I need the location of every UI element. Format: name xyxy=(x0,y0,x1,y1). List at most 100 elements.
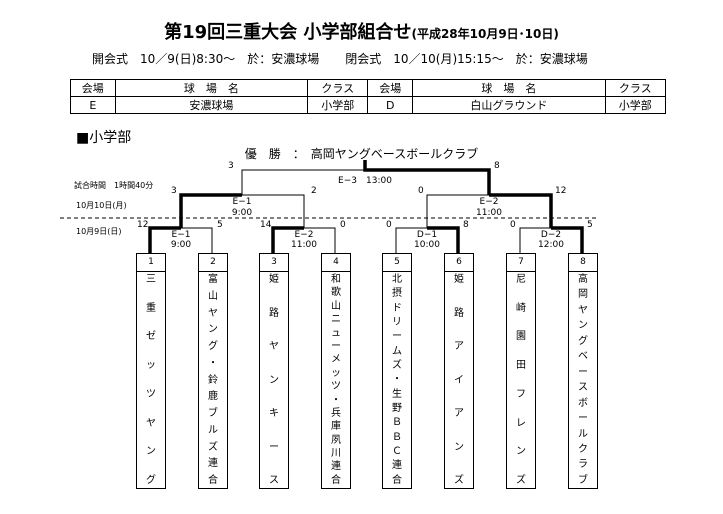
semi-left-time: 9:00 xyxy=(231,208,253,218)
team-name-char: ベ xyxy=(578,351,588,363)
team-name-char: 尼 xyxy=(516,274,526,285)
winner-path-semi-right xyxy=(489,193,553,228)
r1-4-code: D−2 xyxy=(540,230,562,240)
team-name-char: ラ xyxy=(578,459,588,471)
class-name: 小学部 xyxy=(604,96,667,114)
team-name-char: ク xyxy=(578,443,588,455)
team-name-char: 鈴 xyxy=(208,374,218,386)
team-name: 姫路アイアンズ xyxy=(445,275,473,486)
team-number: 3 xyxy=(260,254,288,272)
team-name-char: 連 xyxy=(208,458,218,470)
team-name-char: 路 xyxy=(454,307,464,319)
ceremony-info: 開会式 10／9(日)8:30～ 於：安濃球場閉会式 10／10(月)15:15… xyxy=(92,50,614,67)
team-name-char: 和 xyxy=(331,274,341,285)
semi-right-code: E−2 xyxy=(479,197,499,207)
team-name-char: 富 xyxy=(208,274,218,285)
team-name-char: レ xyxy=(516,417,526,429)
team-name-char: ン xyxy=(208,324,218,336)
winner-path-3 xyxy=(271,226,304,253)
team-name-char: Ｂ xyxy=(392,431,402,443)
team-name-char: 姫 xyxy=(454,274,464,285)
team-number: 4 xyxy=(322,254,350,272)
final-match-label: E−3 13:00 xyxy=(338,176,392,186)
team-name-char: ズ xyxy=(392,360,402,372)
team-number: 8 xyxy=(569,254,597,272)
semi-right-score-left: 0 xyxy=(418,186,424,196)
r1-1-score-right: 5 xyxy=(217,220,223,230)
r1-3-score-left: 0 xyxy=(386,220,392,230)
team-name-char: イ xyxy=(454,374,464,386)
day2-label: 10月10日(月) xyxy=(76,201,127,210)
team-name-char: ツ xyxy=(331,381,341,393)
r1-3-score-right: 8 xyxy=(463,220,469,230)
winner-path-final xyxy=(363,160,491,195)
final-score-left: 3 xyxy=(228,161,234,171)
title-main: 第19回三重大会 小学部組合せ xyxy=(164,22,412,43)
team-name-char: ー xyxy=(331,340,341,352)
team-name-char: ツ xyxy=(146,388,156,400)
team-name-char: ー xyxy=(269,441,279,453)
r1-3-time: 10:00 xyxy=(414,240,440,250)
team-name-char: ッ xyxy=(331,367,341,379)
header-venue: 会場 xyxy=(70,79,116,97)
r1-2-code: E−2 xyxy=(294,230,314,240)
team-name-char: ズ xyxy=(454,475,464,486)
team-name-char: 摂 xyxy=(392,288,402,300)
team-name-char: ン xyxy=(269,374,279,386)
team-name-char: 田 xyxy=(516,360,526,372)
team-name-char: 鹿 xyxy=(208,391,218,403)
team-name-char: 川 xyxy=(331,448,341,460)
team-name-char: 岡 xyxy=(578,289,588,301)
team-name-char: ー xyxy=(578,366,588,378)
winner-line: 優 勝 ： 高岡ヤングベースボールクラブ xyxy=(244,147,479,161)
team-name-char: ヤ xyxy=(208,307,218,319)
class-name: 小学部 xyxy=(307,96,369,114)
game-time-label: 試合時間 1時間40分 xyxy=(74,181,154,190)
team-name-char: ヤ xyxy=(269,341,279,352)
team-name-char: 合 xyxy=(331,474,341,486)
field-name: 白山グラウンド xyxy=(412,96,606,114)
team-name-char: ン xyxy=(146,446,156,458)
team-name-char: Ｂ xyxy=(392,417,402,429)
team-name-char: 崎 xyxy=(516,302,526,314)
team-name-char: グ xyxy=(146,474,156,486)
team-name-char: ス xyxy=(578,382,588,394)
semi-left-score-right: 2 xyxy=(311,186,317,196)
r1-4-score-right: 5 xyxy=(587,220,593,230)
semi-right-score-right: 12 xyxy=(555,186,567,196)
venue-table-row: E 安濃球場 小学部 D 白山グラウンド 小学部 xyxy=(70,96,667,114)
team-name-char: グ xyxy=(578,335,588,347)
team-name-char: 庫 xyxy=(331,421,341,433)
page-title: 第19回三重大会 小学部組合せ(平成28年10月9日･10日) xyxy=(0,18,723,44)
r1-2-score-left: 14 xyxy=(260,220,272,230)
team-name-char: 歌 xyxy=(331,287,341,299)
r1-4-score-left: 0 xyxy=(510,220,516,230)
team-number: 1 xyxy=(137,254,165,272)
team-name-char: リ xyxy=(392,317,402,329)
team-name-char: ズ xyxy=(208,441,218,453)
team-name-char: ル xyxy=(578,428,588,440)
team-name-char: 山 xyxy=(208,290,218,302)
venue-table-header: 会場 球 場 名 クラス 会場 球 場 名 クラス xyxy=(70,79,667,97)
team-number: 6 xyxy=(445,254,473,272)
day1-label: 10月9日(日) xyxy=(76,227,122,236)
winner-path-8 xyxy=(551,226,584,253)
team-name-char: ュ xyxy=(331,327,341,339)
r1-1-time: 9:00 xyxy=(170,240,192,250)
team-name-char: ー xyxy=(578,413,588,425)
closing-ceremony: 閉会式 10／10(月)15:15～ 於：安濃球場 xyxy=(345,52,588,66)
team-name-char: ・ xyxy=(208,357,218,369)
team-name-char: 連 xyxy=(392,460,402,472)
field-name: 安濃球場 xyxy=(114,96,309,114)
team-name-char: ボ xyxy=(578,397,588,409)
team-name-char: 姫 xyxy=(269,274,279,285)
